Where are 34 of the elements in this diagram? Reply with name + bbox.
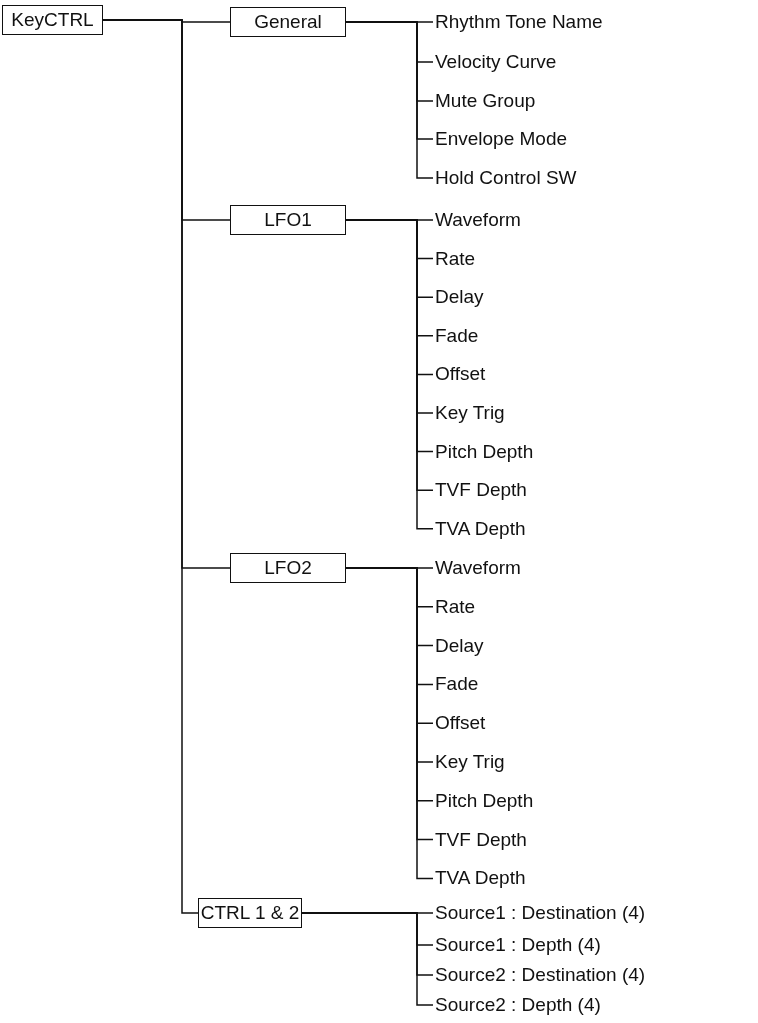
parameter-label: Offset: [433, 710, 486, 737]
parameter-label: TVF Depth: [433, 826, 527, 853]
parameter-label: Source2 : Destination (4): [433, 962, 646, 988]
connector-line: [301, 912, 434, 1006]
parameter-label: Pitch Depth: [433, 438, 534, 465]
category-box: General: [230, 7, 346, 37]
parameter-label: Fade: [433, 322, 479, 349]
parameter-label: Rate: [433, 245, 476, 272]
parameter-label: Waveform: [433, 207, 521, 233]
category-box: LFO1: [230, 205, 346, 235]
parameter-label: Fade: [433, 671, 479, 698]
parameter-label: TVA Depth: [433, 515, 526, 542]
parameter-label: Source2 : Depth (4): [433, 992, 601, 1018]
parameter-label: Key Trig: [433, 749, 505, 775]
parameter-label: Source1 : Destination (4): [433, 900, 646, 926]
category-box: KeyCTRL: [2, 5, 103, 35]
parameter-label: Envelope Mode: [433, 126, 568, 152]
parameter-label: Rhythm Tone Name: [433, 9, 603, 35]
parameter-label: Rate: [433, 593, 476, 620]
parameter-label: Mute Group: [433, 88, 536, 114]
parameter-label: Delay: [433, 632, 484, 659]
parameter-label: Delay: [433, 284, 484, 311]
connector-line: [345, 21, 434, 179]
parameter-label: Waveform: [433, 555, 521, 581]
category-box: CTRL 1 & 2: [198, 898, 302, 928]
parameter-label: TVA Depth: [433, 865, 526, 892]
parameter-label: Key Trig: [433, 400, 505, 426]
parameter-label: Velocity Curve: [433, 49, 557, 75]
parameter-label: Source1 : Depth (4): [433, 932, 601, 958]
parameter-label: Hold Control SW: [433, 165, 577, 191]
category-box: LFO2: [230, 553, 346, 583]
parameter-label: TVF Depth: [433, 477, 527, 504]
parameter-label: Pitch Depth: [433, 787, 534, 814]
parameter-label: Offset: [433, 361, 486, 388]
